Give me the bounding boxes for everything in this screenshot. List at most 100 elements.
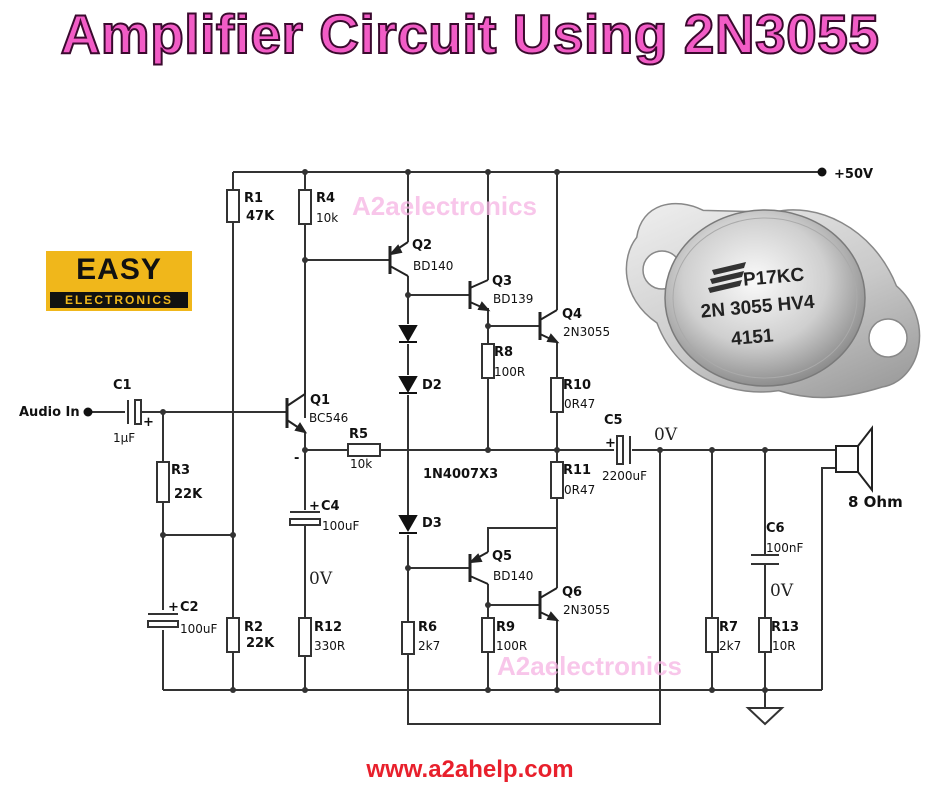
value-r8: 100R bbox=[494, 365, 525, 379]
resistor-r1 bbox=[226, 189, 240, 223]
value-c5: 2200uF bbox=[602, 469, 647, 483]
label-r5: R5 bbox=[349, 427, 368, 442]
transistors bbox=[285, 241, 560, 622]
resistor-r11 bbox=[550, 461, 564, 499]
label-q4: Q4 bbox=[562, 307, 582, 322]
value-r1: 47K bbox=[246, 209, 275, 224]
label-0v-c4: 0V bbox=[309, 569, 333, 589]
capacitor-c4 bbox=[289, 511, 321, 526]
diodes bbox=[398, 325, 418, 534]
capacitor-c6 bbox=[751, 554, 779, 565]
resistor-r10 bbox=[550, 377, 564, 413]
resistor-r12 bbox=[298, 617, 312, 657]
logo-line1: EASY bbox=[76, 253, 162, 286]
resistor-r7 bbox=[705, 617, 719, 653]
value-r2: 22K bbox=[246, 636, 275, 651]
transistor-package-image: P17KC 2N 3055 HV4 4151 bbox=[625, 202, 921, 399]
label-c4: C4 bbox=[321, 499, 340, 514]
logo-line2: ELECTRONICS bbox=[50, 292, 188, 308]
value-r4: 10k bbox=[316, 211, 338, 225]
plus-mark-c5: + bbox=[605, 436, 616, 451]
minus-mark-q1: - bbox=[294, 451, 299, 466]
label-r3: R3 bbox=[171, 463, 190, 478]
plus-mark-c2: + bbox=[168, 600, 179, 615]
label-diode-type: 1N4007X3 bbox=[423, 467, 498, 482]
label-supply: +50V bbox=[834, 167, 873, 182]
resistor-r9 bbox=[481, 617, 495, 653]
label-q1: Q1 bbox=[310, 393, 330, 408]
label-r7: R7 bbox=[719, 620, 738, 635]
value-r3: 22K bbox=[174, 487, 203, 502]
value-q5: BD140 bbox=[493, 569, 533, 583]
label-r2: R2 bbox=[244, 620, 263, 635]
label-r9: R9 bbox=[496, 620, 515, 635]
label-c6: C6 bbox=[766, 521, 785, 536]
value-c2: 100uF bbox=[180, 622, 218, 636]
value-r5: 10k bbox=[350, 457, 372, 471]
transistor-q6 bbox=[538, 587, 560, 622]
watermark-top: A2aelectronics bbox=[352, 191, 537, 221]
resistor-r2 bbox=[226, 617, 240, 653]
resistor-r3 bbox=[156, 461, 170, 503]
page-title: Amplifier Circuit Using 2N3055 bbox=[60, 2, 880, 66]
transistor-q2 bbox=[388, 241, 409, 277]
label-r12: R12 bbox=[314, 620, 342, 635]
plus-mark-c4: + bbox=[309, 499, 320, 514]
resistor-r5 bbox=[347, 443, 381, 457]
value-q3: BD139 bbox=[493, 292, 533, 306]
supply-terminal bbox=[817, 167, 827, 177]
capacitor-c2 bbox=[147, 613, 179, 628]
value-r12: 330R bbox=[314, 639, 345, 653]
value-q1: BC546 bbox=[309, 411, 348, 425]
value-q2: BD140 bbox=[413, 259, 453, 273]
label-audio-in: Audio In bbox=[19, 405, 80, 420]
label-r10: R10 bbox=[563, 378, 591, 393]
label-r6: R6 bbox=[418, 620, 437, 635]
value-r6: 2k7 bbox=[418, 639, 440, 653]
footer-url: www.a2ahelp.com bbox=[366, 756, 574, 783]
diode-d2 bbox=[398, 376, 418, 394]
label-speaker: 8 Ohm bbox=[848, 493, 903, 511]
component-labels: R1 47K R4 10k Q2 BD140 Q3 BD139 Q4 2N305… bbox=[19, 167, 903, 653]
plus-mark-c1: + bbox=[143, 415, 154, 430]
label-d3: D3 bbox=[422, 516, 442, 531]
value-c6: 100nF bbox=[766, 541, 804, 555]
value-r9: 100R bbox=[496, 639, 527, 653]
resistors bbox=[156, 189, 772, 657]
easy-electronics-logo: EASY ELECTRONICS bbox=[46, 251, 192, 311]
junction-dots bbox=[160, 169, 768, 693]
value-r10: 0R47 bbox=[564, 397, 595, 411]
value-c1: 1µF bbox=[113, 431, 135, 445]
resistor-r4 bbox=[298, 189, 312, 225]
label-c2: C2 bbox=[180, 600, 199, 615]
value-q4: 2N3055 bbox=[563, 325, 610, 339]
label-r11: R11 bbox=[563, 463, 591, 478]
resistor-r8 bbox=[481, 343, 495, 379]
ground-icon bbox=[745, 707, 785, 726]
package-line3: 4151 bbox=[730, 325, 774, 350]
capacitor-c1 bbox=[127, 399, 142, 425]
resistor-r6 bbox=[401, 621, 415, 655]
wiring bbox=[90, 171, 836, 725]
label-r8: R8 bbox=[494, 345, 513, 360]
label-c5: C5 bbox=[604, 413, 623, 428]
label-q5: Q5 bbox=[492, 549, 512, 564]
label-r13: R13 bbox=[771, 620, 799, 635]
label-q6: Q6 bbox=[562, 585, 582, 600]
resistor-r13 bbox=[758, 617, 772, 653]
value-q6: 2N3055 bbox=[563, 603, 610, 617]
speaker-icon bbox=[835, 425, 873, 493]
transistor-q3 bbox=[468, 279, 491, 312]
capacitors bbox=[127, 399, 779, 628]
value-c4: 100uF bbox=[322, 519, 360, 533]
input-terminal bbox=[83, 407, 93, 417]
label-0v-output: 0V bbox=[654, 425, 678, 445]
diode-d3 bbox=[398, 515, 418, 534]
label-r4: R4 bbox=[316, 191, 335, 206]
watermark-bottom: A2aelectronics bbox=[497, 651, 682, 681]
transistor-q4 bbox=[538, 309, 560, 344]
diode-top bbox=[398, 325, 418, 343]
transistor-q1 bbox=[285, 390, 308, 434]
value-r13: 10R bbox=[772, 639, 796, 653]
